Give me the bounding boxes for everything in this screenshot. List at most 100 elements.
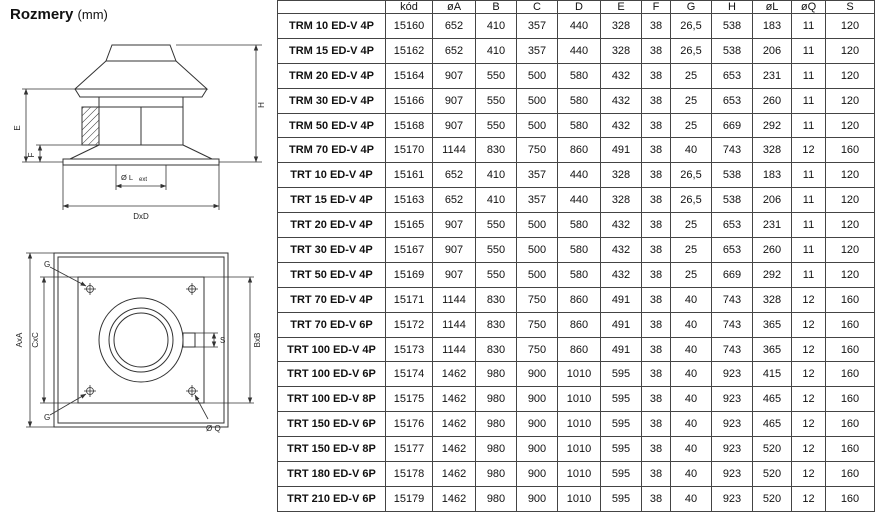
value-cell: 357 bbox=[516, 162, 558, 189]
value-cell: 1010 bbox=[557, 361, 601, 388]
value-cell: 120 bbox=[825, 187, 875, 214]
value-cell: 750 bbox=[516, 311, 558, 338]
value-cell: 38 bbox=[641, 13, 671, 39]
value-cell: 357 bbox=[516, 187, 558, 214]
fan-cowl bbox=[73, 60, 209, 90]
value-cell: 432 bbox=[600, 212, 642, 239]
model-cell: TRM 10 ED-V 4P bbox=[277, 13, 386, 39]
model-cell: TRM 15 ED-V 4P bbox=[277, 37, 386, 64]
model-cell: TRM 30 ED-V 4P bbox=[277, 87, 386, 114]
value-cell: 440 bbox=[557, 162, 601, 189]
model-cell: TRT 30 ED-V 4P bbox=[277, 237, 386, 263]
value-cell: 120 bbox=[825, 87, 875, 114]
model-cell: TRT 50 ED-V 4P bbox=[277, 261, 386, 288]
fan-leg-left bbox=[69, 144, 100, 160]
value-cell: 653 bbox=[711, 62, 753, 89]
value-cell: 907 bbox=[432, 212, 476, 239]
value-cell: 653 bbox=[711, 212, 753, 239]
value-cell: 923 bbox=[711, 436, 753, 463]
value-cell: 653 bbox=[711, 237, 753, 263]
value-cell: 980 bbox=[475, 361, 517, 388]
value-cell: 12 bbox=[791, 336, 826, 363]
dim-label-dxd: DxD bbox=[133, 212, 149, 221]
value-cell: 500 bbox=[516, 212, 558, 239]
value-cell: 440 bbox=[557, 37, 601, 64]
value-cell: 538 bbox=[711, 13, 753, 39]
value-cell: 907 bbox=[432, 261, 476, 288]
value-cell: 15179 bbox=[385, 485, 433, 512]
model-cell: TRT 70 ED-V 4P bbox=[277, 286, 386, 313]
value-cell: 500 bbox=[516, 62, 558, 89]
model-cell: TRT 100 ED-V 4P bbox=[277, 336, 386, 363]
value-cell: 432 bbox=[600, 87, 642, 114]
value-cell: 1462 bbox=[432, 386, 476, 413]
value-cell: 538 bbox=[711, 37, 753, 64]
value-cell: 38 bbox=[641, 436, 671, 463]
value-cell: 11 bbox=[791, 62, 826, 89]
value-cell: 292 bbox=[752, 261, 792, 288]
value-cell: 550 bbox=[475, 62, 517, 89]
value-cell: 40 bbox=[670, 485, 712, 512]
value-cell: 410 bbox=[475, 37, 517, 64]
value-cell: 160 bbox=[825, 286, 875, 313]
dim-label-oq: Ø Q bbox=[206, 424, 221, 433]
value-cell: 25 bbox=[670, 212, 712, 239]
value-cell: 432 bbox=[600, 62, 642, 89]
value-cell: 923 bbox=[711, 485, 753, 512]
value-cell: 491 bbox=[600, 336, 642, 363]
value-cell: 38 bbox=[641, 336, 671, 363]
value-cell: 550 bbox=[475, 261, 517, 288]
value-cell: 12 bbox=[791, 386, 826, 413]
value-cell: 15167 bbox=[385, 237, 433, 263]
value-cell: 980 bbox=[475, 461, 517, 487]
dim-label-bxb: BxB bbox=[253, 333, 262, 348]
value-cell: 25 bbox=[670, 237, 712, 263]
value-cell: 40 bbox=[670, 286, 712, 313]
dim-label-cxc: CxC bbox=[31, 332, 40, 348]
value-cell: 743 bbox=[711, 137, 753, 164]
dim-label-ol-ext: ext bbox=[139, 177, 147, 183]
value-cell: 491 bbox=[600, 311, 642, 338]
value-cell: 860 bbox=[557, 137, 601, 164]
value-cell: 38 bbox=[641, 137, 671, 164]
bolt-square bbox=[77, 276, 205, 404]
value-cell: 1010 bbox=[557, 461, 601, 487]
top-view-dimension-lines bbox=[26, 252, 254, 428]
value-cell: 38 bbox=[641, 87, 671, 114]
value-cell: 292 bbox=[752, 112, 792, 139]
value-cell: 38 bbox=[641, 162, 671, 189]
value-cell: 40 bbox=[670, 336, 712, 363]
value-cell: 11 bbox=[791, 212, 826, 239]
value-cell: 120 bbox=[825, 162, 875, 189]
value-cell: 231 bbox=[752, 62, 792, 89]
value-cell: 538 bbox=[711, 162, 753, 189]
value-cell: 38 bbox=[641, 485, 671, 512]
side-view-dimension-lines bbox=[22, 44, 262, 210]
column-header: E bbox=[600, 0, 642, 14]
value-cell: 38 bbox=[641, 311, 671, 338]
value-cell: 38 bbox=[641, 187, 671, 214]
value-cell: 12 bbox=[791, 286, 826, 313]
value-cell: 26,5 bbox=[670, 13, 712, 39]
value-cell: 160 bbox=[825, 336, 875, 363]
value-cell: 12 bbox=[791, 411, 826, 438]
value-cell: 15172 bbox=[385, 311, 433, 338]
value-cell: 580 bbox=[557, 62, 601, 89]
value-cell: 260 bbox=[752, 237, 792, 263]
value-cell: 15169 bbox=[385, 261, 433, 288]
value-cell: 15173 bbox=[385, 336, 433, 363]
side-view-labels: E F H Ø L ext DxD bbox=[13, 102, 266, 221]
value-cell: 1462 bbox=[432, 436, 476, 463]
value-cell: 652 bbox=[432, 37, 476, 64]
value-cell: 15163 bbox=[385, 187, 433, 214]
value-cell: 12 bbox=[791, 436, 826, 463]
flange-mid-circle bbox=[108, 307, 174, 373]
value-cell: 432 bbox=[600, 237, 642, 263]
